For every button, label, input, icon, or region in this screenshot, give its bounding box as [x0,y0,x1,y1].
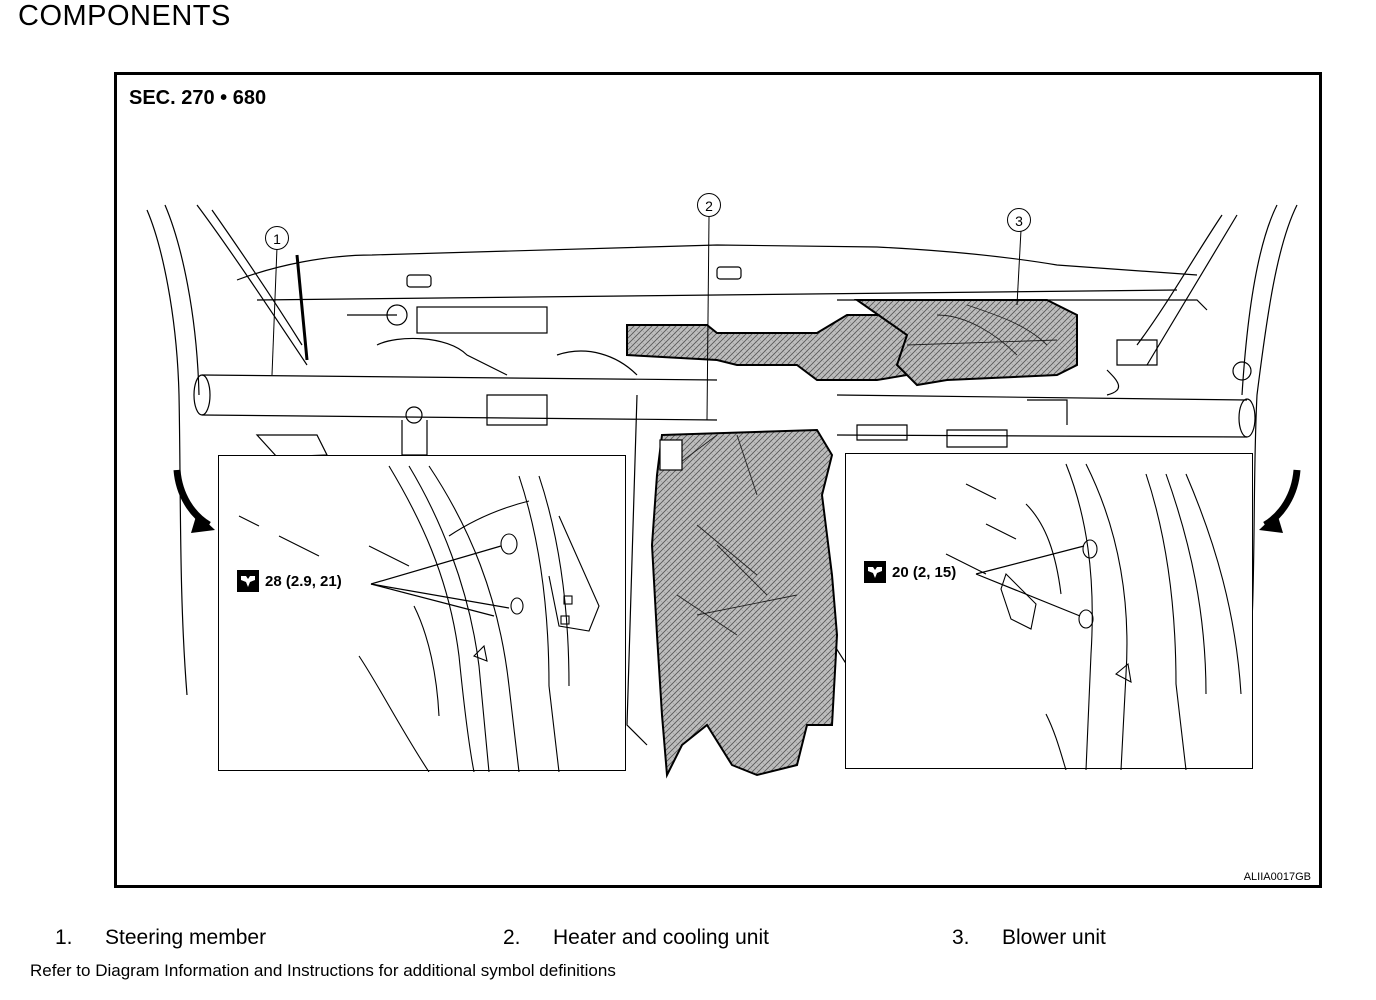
legend-label-2: Heater and cooling unit [553,926,769,949]
left-detail-inset: 28 (2.9, 21) [218,455,626,772]
left-torque-value: 28 (2.9, 21) [265,572,342,590]
left-torque-spec: 28 (2.9, 21) [237,570,342,592]
dashboard-drawing [146,204,1301,779]
callout-3: 3 [1007,208,1031,232]
legend-num-1: 1. [55,926,73,949]
right-detail-inset: 20 (2, 15) [845,453,1253,770]
left-inset-drawing [238,465,600,772]
legend-item-3: 3. Blower unit [952,926,1106,950]
legend-item-2: 2. Heater and cooling unit [503,926,769,950]
section-label: SEC. 270 • 680 [129,87,267,109]
figure-id: ALIIA0017GB [1243,871,1311,883]
right-torque-value: 20 (2, 15) [892,563,957,581]
callout-1: 1 [265,226,289,250]
legend-label-3: Blower unit [1002,926,1106,949]
callout-2: 2 [697,193,721,217]
legend-num-3: 3. [952,926,970,949]
legend-label-1: Steering member [105,926,267,949]
components-figure: SEC. 270 • 680 [114,72,1322,888]
right-inset-drawing [945,463,1242,770]
torque-wrench-icon [864,561,886,583]
footnote: Refer to Diagram Information and Instruc… [30,961,616,980]
legend-num-2: 2. [503,926,521,949]
page-title: COMPONENTS [18,0,231,32]
torque-wrench-icon [237,570,259,592]
right-torque-spec: 20 (2, 15) [864,561,956,583]
legend-item-1: 1. Steering member [55,926,266,950]
